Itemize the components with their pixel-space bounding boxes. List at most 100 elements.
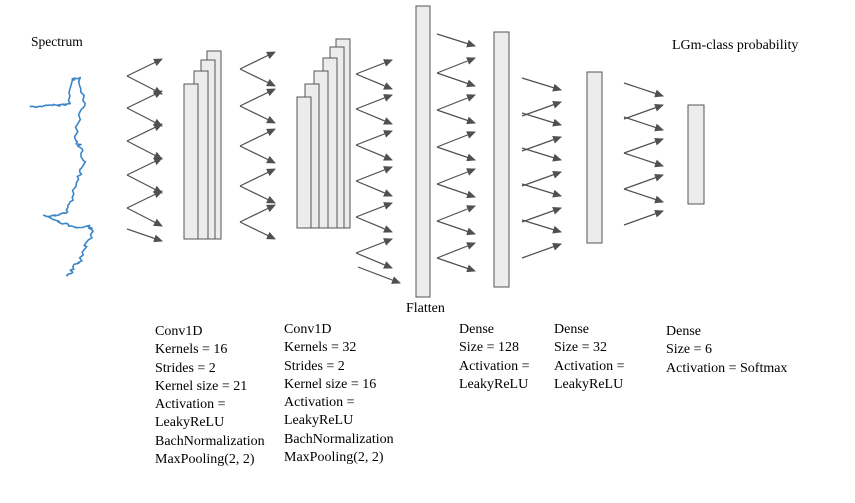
connection-arrow — [126, 157, 163, 176]
connection-arrow — [436, 131, 476, 148]
spectrum-signal — [29, 76, 94, 277]
layer-desc-line: Activation = — [459, 358, 530, 374]
connection-arrow — [521, 147, 562, 162]
input-label: Spectrum — [31, 34, 83, 49]
connection-arrow — [436, 257, 476, 273]
layer-desc-line: Kernels = 32 — [284, 340, 357, 356]
connection-arrow — [623, 82, 664, 98]
layer-desc-line: Dense — [459, 322, 494, 337]
connection-arrow — [623, 209, 664, 226]
connection-arrow — [436, 220, 476, 236]
layer-desc-line: Activation = — [155, 397, 226, 413]
layer-desc-line: MaxPooling(2, 2) — [284, 450, 384, 466]
connection-arrow — [239, 204, 276, 223]
layer-desc-line: Size = 6 — [666, 342, 712, 358]
layer-desc-line: LeakyReLU — [284, 413, 354, 429]
layer-desc-line: Activation = — [554, 358, 625, 374]
layer-desc-dense-1: Dense Size = 128 Activation = LeakyReLU — [459, 321, 530, 394]
connection-arrow — [355, 144, 393, 161]
dense-128-block — [493, 31, 510, 288]
connection-arrow — [239, 88, 276, 107]
layer-desc-line: Dense — [666, 324, 701, 339]
output-label: LGm-class probability — [672, 38, 799, 53]
connection-arrow — [126, 174, 163, 194]
connection-arrow — [239, 145, 276, 164]
connection-arrow — [355, 216, 393, 233]
layer-desc-line: BachNormalization — [155, 433, 265, 449]
connection-arrow — [521, 242, 562, 259]
layer-desc-line: Kernel size = 21 — [155, 378, 248, 394]
layer-desc-dense-2: Dense Size = 32 Activation = LeakyReLU — [554, 321, 625, 394]
layer-desc-dense-3: Dense Size = 6 Activation = Softmax — [666, 323, 787, 378]
layer-desc-line: Conv1D — [155, 324, 203, 339]
connection-arrow — [239, 68, 276, 87]
layer-desc-line: Size = 32 — [554, 340, 607, 356]
connection-arrow — [355, 59, 393, 75]
connection-arrow — [126, 207, 163, 227]
connection-arrow — [623, 188, 664, 204]
conv1-feature-map-1 — [183, 83, 199, 240]
connection-arrow — [623, 152, 664, 168]
connection-arrow — [521, 77, 562, 92]
layer-desc-line: Size = 128 — [459, 340, 519, 356]
connection-arrow — [623, 103, 664, 120]
connection-arrow — [623, 116, 664, 132]
connection-arrow — [239, 185, 276, 204]
connection-arrow — [357, 266, 401, 284]
connection-arrow — [239, 221, 276, 240]
connection-arrow — [355, 130, 393, 146]
connection-arrow — [239, 168, 276, 187]
connection-arrow — [239, 105, 276, 124]
connection-arrow — [126, 123, 163, 142]
layer-desc-line: LeakyReLU — [459, 376, 529, 392]
connection-arrow — [355, 108, 393, 125]
connection-arrow — [239, 128, 276, 147]
layer-desc-line: LeakyReLU — [554, 376, 624, 392]
connection-arrow — [355, 73, 393, 90]
connection-arrow — [521, 183, 562, 198]
layer-desc-line: Strides = 2 — [284, 358, 345, 374]
connection-arrow — [126, 58, 163, 77]
conv2-feature-map-1 — [296, 96, 312, 229]
connection-arrow — [521, 135, 562, 152]
layer-desc-line: MaxPooling(2, 2) — [155, 452, 255, 468]
connection-arrow — [126, 140, 163, 160]
connection-arrow — [436, 109, 476, 125]
connection-arrow — [436, 72, 476, 88]
connection-arrow — [355, 252, 393, 269]
connection-arrow — [126, 228, 163, 243]
layer-desc-line: BachNormalization — [284, 431, 394, 447]
dense-32-block — [586, 71, 603, 244]
connection-arrow — [355, 94, 393, 110]
connection-arrow — [521, 100, 562, 117]
connection-arrow — [521, 206, 562, 223]
layer-desc-line: Kernels = 16 — [155, 342, 228, 358]
layer-desc-conv1d-2: Conv1D Kernels = 32 Strides = 2 Kernel s… — [284, 321, 394, 467]
layer-desc-line: Activation = — [284, 395, 355, 411]
flatten-label: Flatten — [406, 301, 445, 316]
layer-desc-conv1d-1: Conv1D Kernels = 16 Strides = 2 Kernel s… — [155, 323, 265, 469]
connection-arrow — [355, 238, 393, 254]
connection-arrow — [521, 112, 562, 127]
connection-arrow — [521, 219, 562, 234]
connection-arrow — [355, 180, 393, 197]
connection-arrow — [436, 57, 476, 74]
connection-arrow — [436, 33, 476, 48]
connection-arrow — [126, 75, 163, 95]
connection-arrow — [623, 137, 664, 154]
layer-desc-line: LeakyReLU — [155, 415, 225, 431]
connection-arrow — [521, 170, 562, 187]
connection-arrow — [126, 90, 163, 109]
connection-arrow — [623, 173, 664, 190]
connection-arrow — [436, 146, 476, 162]
connection-arrow — [436, 183, 476, 199]
connection-arrow — [126, 190, 163, 209]
connection-arrow — [355, 166, 393, 182]
connection-arrow — [436, 94, 476, 111]
dense-6-block — [687, 104, 705, 205]
layer-desc-line: Kernel size = 16 — [284, 376, 377, 392]
layer-desc-line: Strides = 2 — [155, 360, 216, 376]
connection-arrow — [355, 202, 393, 218]
connection-arrow — [436, 205, 476, 222]
